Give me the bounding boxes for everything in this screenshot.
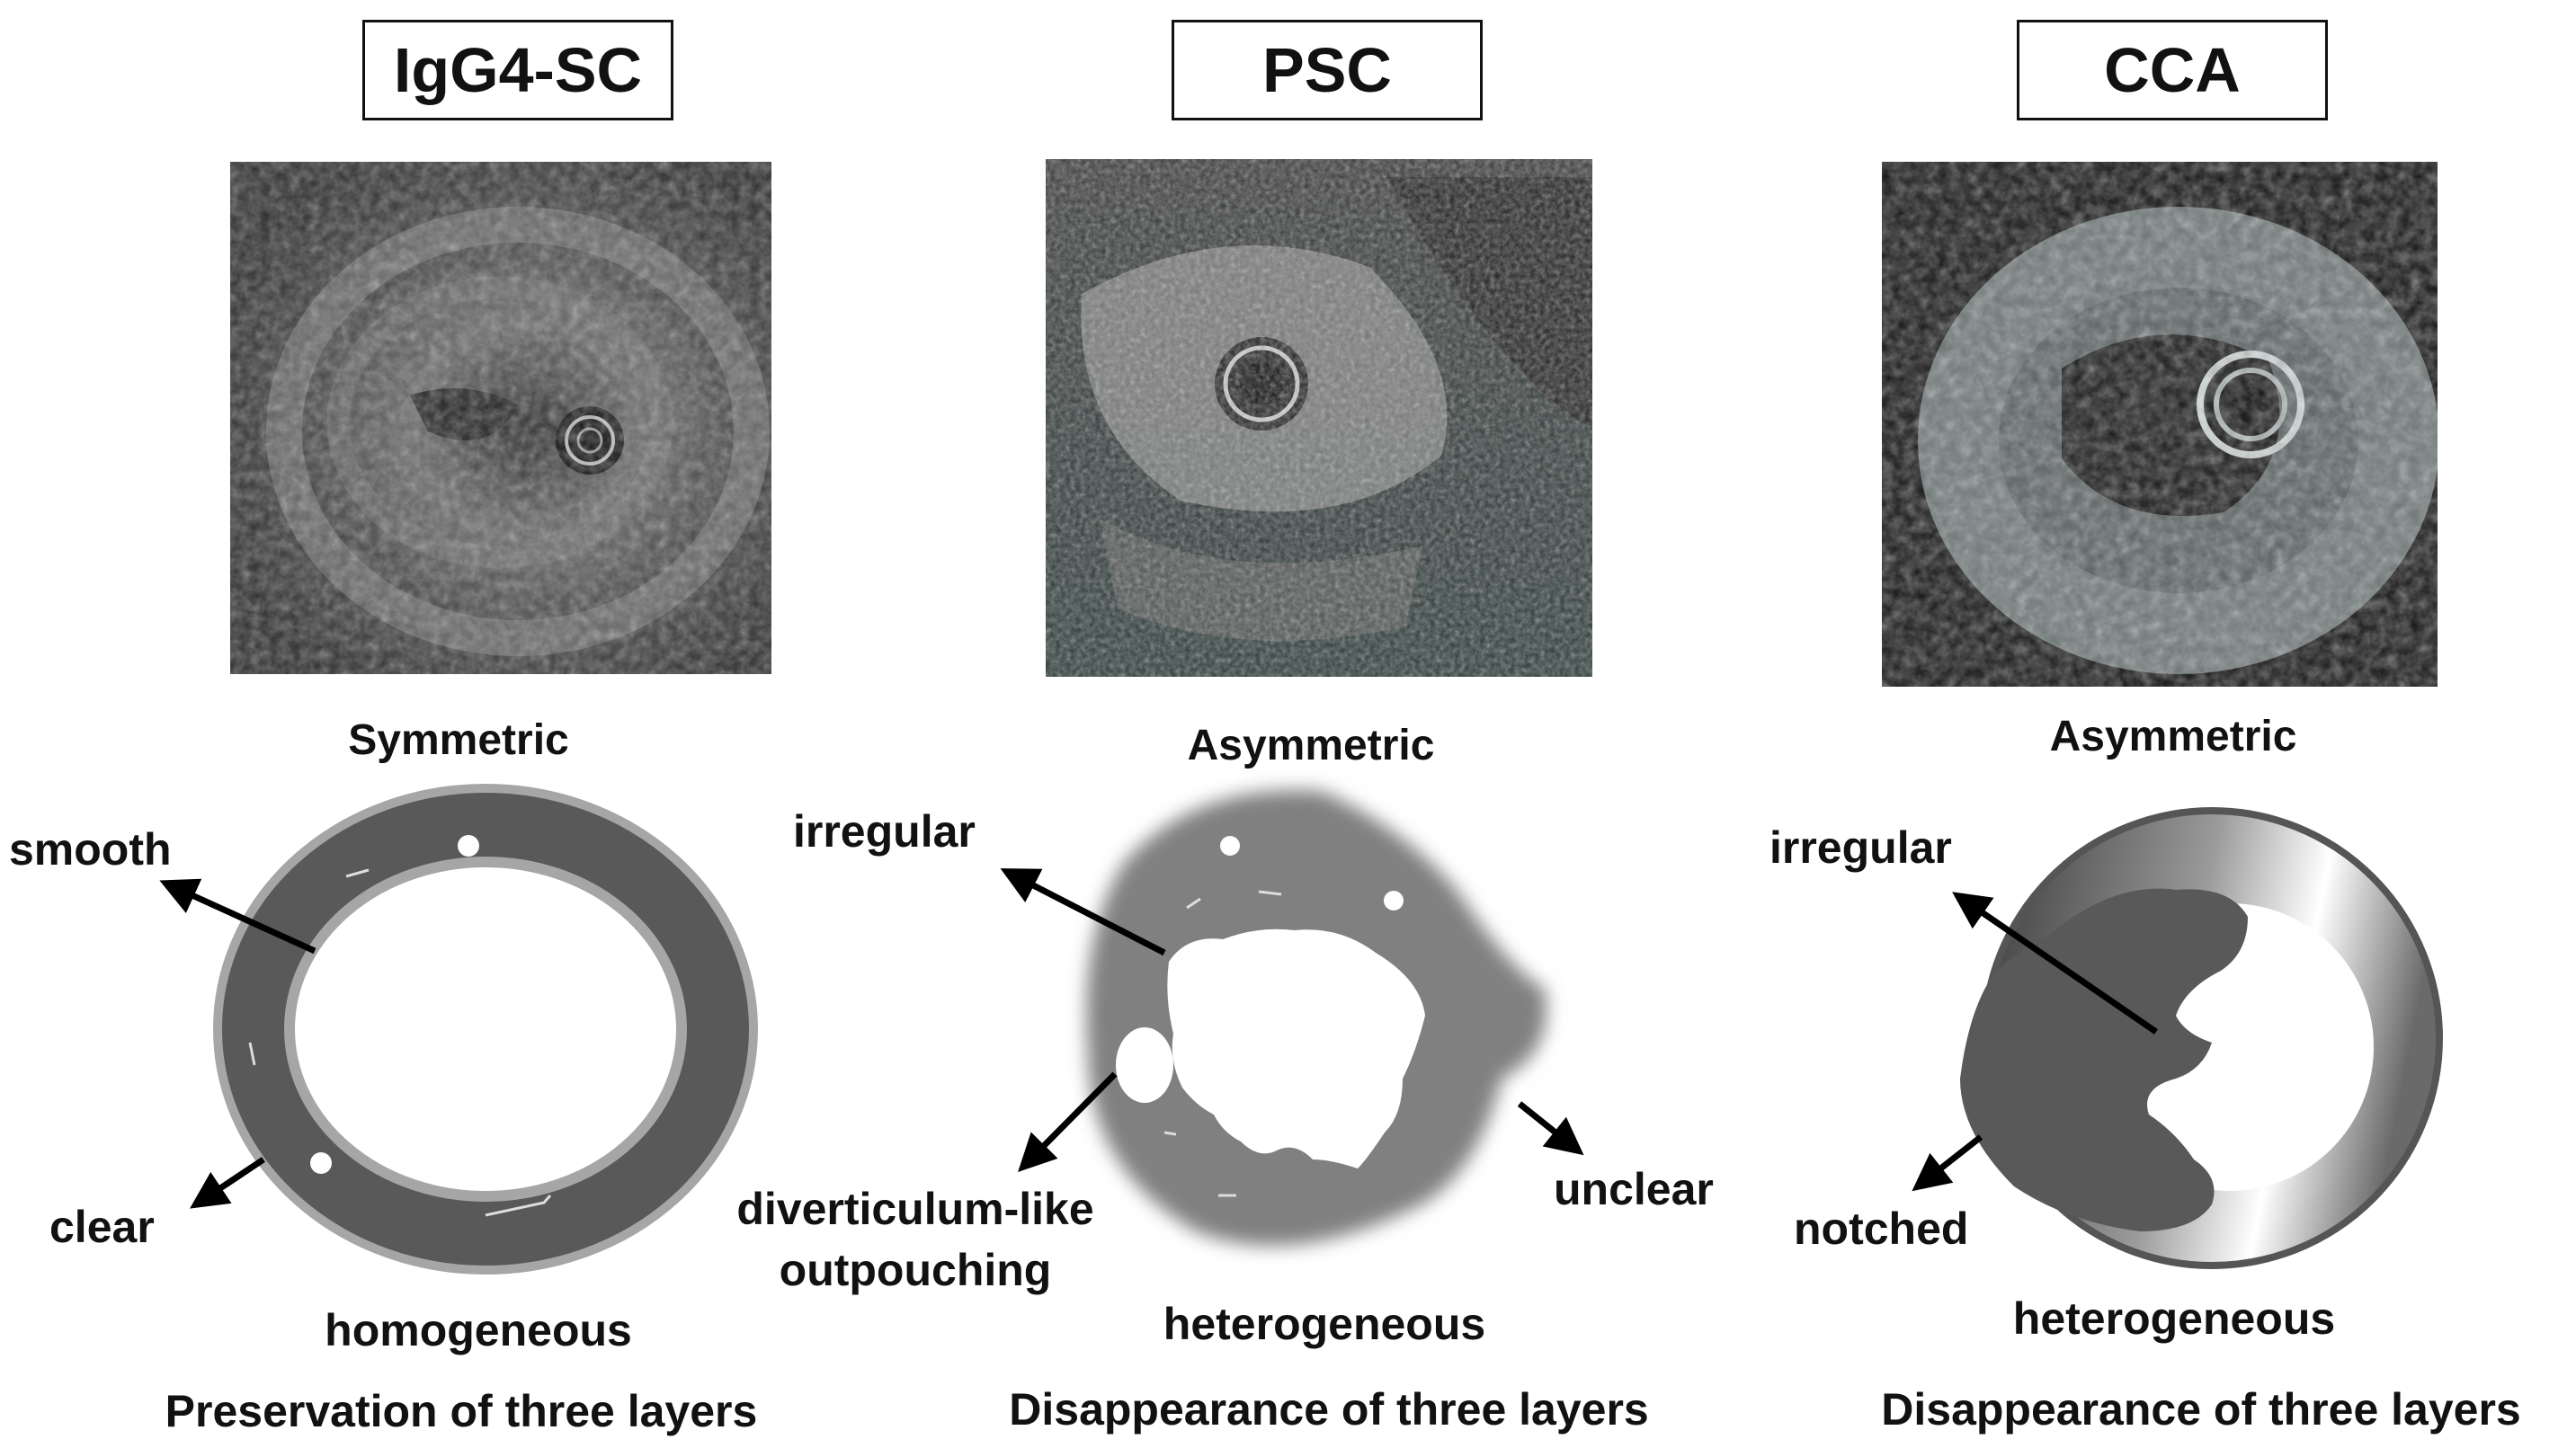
label-irregular-cca: irregular [1769,822,1952,873]
label-notched: notched [1794,1204,1969,1254]
symmetry-label-cca: Asymmetric [2049,713,2297,760]
panel-title-cca: CCA [2017,20,2328,120]
label-outpouching: outpouching [779,1245,1052,1295]
ultrasound-image-cca [1882,162,2438,687]
footer-igg4sc: Preservation of three layers [165,1386,758,1436]
label-heterogeneous-cca: heterogeneous [2012,1293,2336,1344]
label-irregular-psc: irregular [793,806,976,857]
igg4sc-schematic [159,784,758,1275]
label-unclear: unclear [1554,1164,1714,1214]
psc-schematic [1000,790,1584,1246]
label-diverticulum-like: diverticulum-like [736,1184,1094,1234]
symmetry-label-igg4sc: Symmetric [348,716,569,764]
ultrasound-image-igg4sc [230,162,771,674]
ultrasound-image-psc [1046,159,1592,677]
footer-psc: Disappearance of three layers [1009,1384,1649,1435]
panel-title-psc: PSC [1172,20,1483,120]
symmetry-label-psc: Asymmetric [1187,722,1435,769]
cca-schematic [1912,807,2443,1269]
label-heterogeneous-psc: heterogeneous [1163,1299,1486,1349]
label-smooth: smooth [9,824,172,875]
footer-cca: Disappearance of three layers [1881,1384,2521,1435]
label-homogeneous: homogeneous [325,1305,632,1355]
panel-title-igg4sc: IgG4-SC [362,20,673,120]
label-clear: clear [49,1202,155,1252]
